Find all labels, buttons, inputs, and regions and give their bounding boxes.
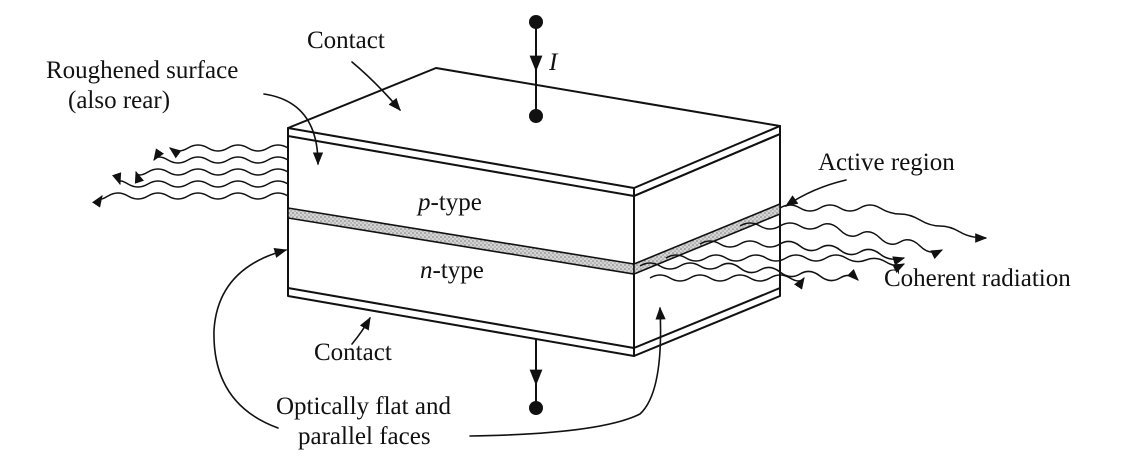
right-wave-4	[665, 254, 906, 274]
roughened-label-line1: Roughened surface	[46, 57, 238, 84]
left-wave-3	[134, 168, 289, 184]
left-wave-1	[169, 144, 289, 159]
flat-faces-label-line1: Optically flat and	[276, 393, 451, 420]
left-wave-5	[92, 192, 289, 208]
active-region-label: Active region	[818, 149, 955, 176]
contact-top-leader	[351, 61, 401, 111]
flat-faces-left-leader	[213, 248, 288, 429]
right-wave-3	[699, 240, 906, 266]
p-type-label: p-type	[416, 189, 482, 216]
roughened-leader	[263, 93, 324, 166]
p-type-suffix: -type	[431, 189, 482, 216]
leader-lines	[213, 61, 847, 437]
side-face	[633, 133, 781, 357]
roughened-label-line2: (also rear)	[68, 87, 170, 114]
top-contact-dot	[529, 109, 543, 123]
flat-faces-right-leader	[469, 306, 666, 437]
p-type-italic: p	[416, 189, 431, 216]
top-contact-layer	[287, 125, 781, 197]
contact-top-label: Contact	[307, 27, 385, 54]
n-type-suffix: -type	[433, 257, 484, 284]
bottom-terminal-dot	[529, 401, 543, 415]
n-type-label: n-type	[420, 257, 484, 284]
coherent-radiation-label: Coherent radiation	[884, 265, 1071, 292]
right-wave-2	[739, 222, 944, 260]
right-wave-1	[779, 204, 988, 243]
contact-bottom-leader	[351, 316, 371, 345]
active-region-leader	[784, 179, 847, 207]
n-type-italic: n	[420, 257, 433, 284]
incoherent-emission	[92, 144, 289, 208]
coherent-emission	[639, 204, 988, 290]
flat-faces-label-line2: parallel faces	[298, 423, 431, 450]
current-label: I	[548, 49, 559, 76]
right-wave-6	[649, 274, 805, 290]
current-leads	[529, 15, 543, 415]
left-wave-4	[112, 172, 289, 188]
left-wave-2	[153, 148, 289, 164]
right-wave-5	[639, 262, 859, 282]
contact-bottom-label: Contact	[314, 339, 392, 366]
top-contact-face	[287, 67, 781, 189]
